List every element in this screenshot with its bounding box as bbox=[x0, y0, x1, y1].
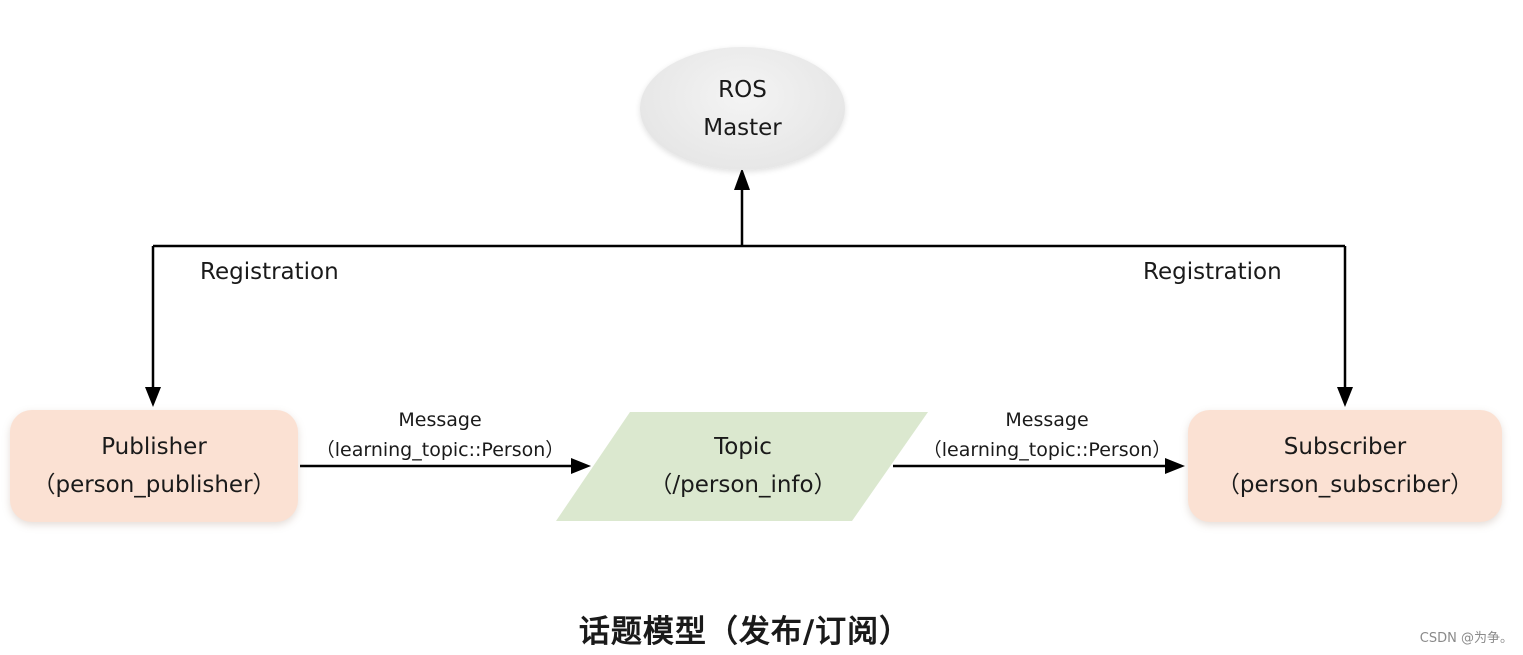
topic-parallelogram bbox=[556, 412, 928, 521]
ros-master-node: ROS Master bbox=[640, 47, 845, 170]
publisher-arrowhead bbox=[145, 387, 161, 407]
csdn-watermark: CSDN @为争。 bbox=[1419, 631, 1513, 646]
ros-master-label-line2: Master bbox=[703, 114, 782, 141]
message-label-right: Message （learning_topic::Person） bbox=[917, 405, 1177, 465]
topic-title: Topic bbox=[714, 434, 772, 460]
subscribe-arrowhead bbox=[1165, 458, 1185, 474]
publisher-node: Publisher （person_publisher） bbox=[10, 410, 298, 522]
message-right-type: （learning_topic::Person） bbox=[922, 439, 1172, 461]
publish-arrowhead bbox=[571, 458, 591, 474]
subscriber-title: Subscriber bbox=[1283, 434, 1407, 460]
topic-node: Topic （/person_info） bbox=[605, 412, 881, 520]
message-right-line1: Message bbox=[1005, 409, 1089, 431]
registration-label-right: Registration bbox=[1143, 259, 1282, 285]
subscriber-node: Subscriber （person_subscriber） bbox=[1188, 410, 1502, 522]
message-label-left: Message （learning_topic::Person） bbox=[310, 405, 570, 465]
message-left-line1: Message bbox=[398, 409, 482, 431]
master-arrowhead bbox=[734, 168, 750, 190]
registration-label-left: Registration bbox=[200, 259, 339, 285]
topic-name: （/person_info） bbox=[649, 472, 837, 498]
subscriber-arrowhead bbox=[1337, 387, 1353, 407]
publisher-name: （person_publisher） bbox=[32, 472, 276, 498]
diagram-caption: 话题模型（发布/订阅） bbox=[578, 614, 912, 650]
ros-master-label-line1: ROS bbox=[718, 76, 767, 103]
subscriber-name: （person_subscriber） bbox=[1216, 472, 1474, 498]
message-left-type: （learning_topic::Person） bbox=[315, 439, 565, 461]
publisher-title: Publisher bbox=[101, 434, 207, 460]
